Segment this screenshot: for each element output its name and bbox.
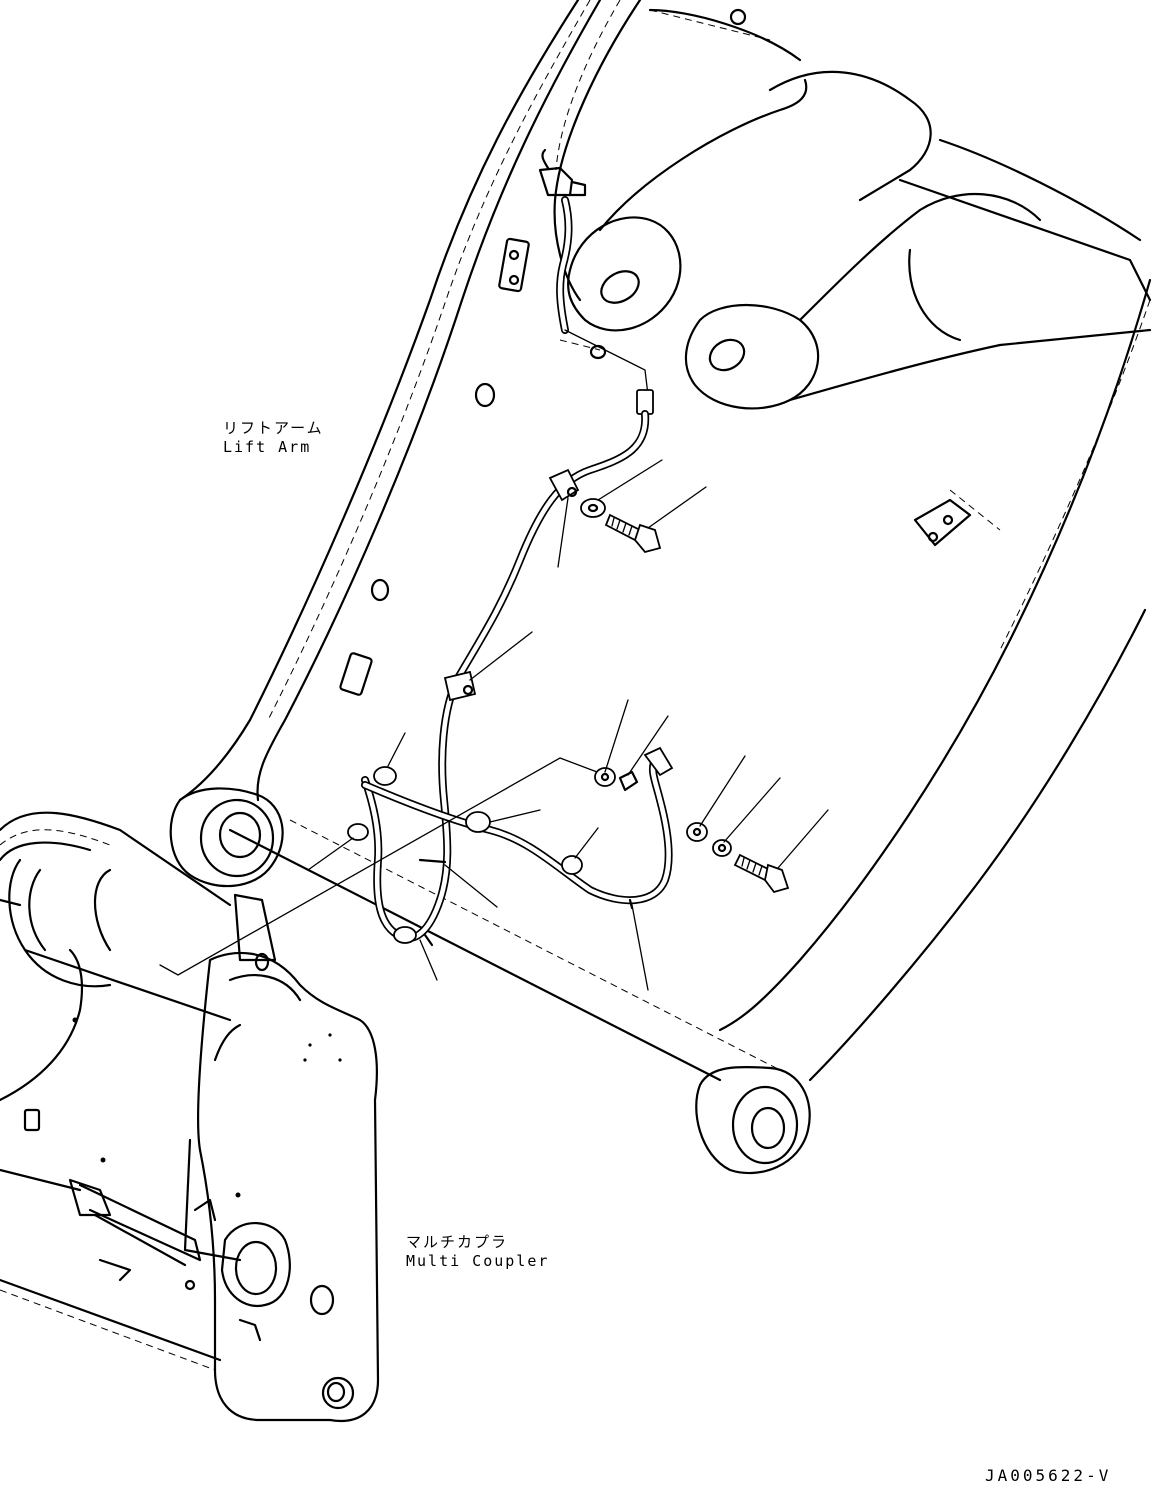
lift-arm-label: リフトアーム Lift Arm xyxy=(223,419,324,457)
lift-arm-label-en: Lift Arm xyxy=(223,438,312,456)
lift-arm xyxy=(169,0,1152,1175)
sensor-harness xyxy=(159,148,674,976)
multi-coupler-label: マルチカプラ Multi Coupler xyxy=(406,1233,549,1271)
fasteners xyxy=(580,498,790,894)
multi-coupler-label-en: Multi Coupler xyxy=(406,1252,550,1270)
multi-coupler-label-jp: マルチカプラ xyxy=(406,1233,509,1251)
callout-leaders xyxy=(307,459,829,991)
multi-coupler xyxy=(0,811,380,1423)
lift-arm-label-jp: リフトアーム xyxy=(223,419,324,437)
figure-code: JA005622-V xyxy=(985,1466,1112,1485)
